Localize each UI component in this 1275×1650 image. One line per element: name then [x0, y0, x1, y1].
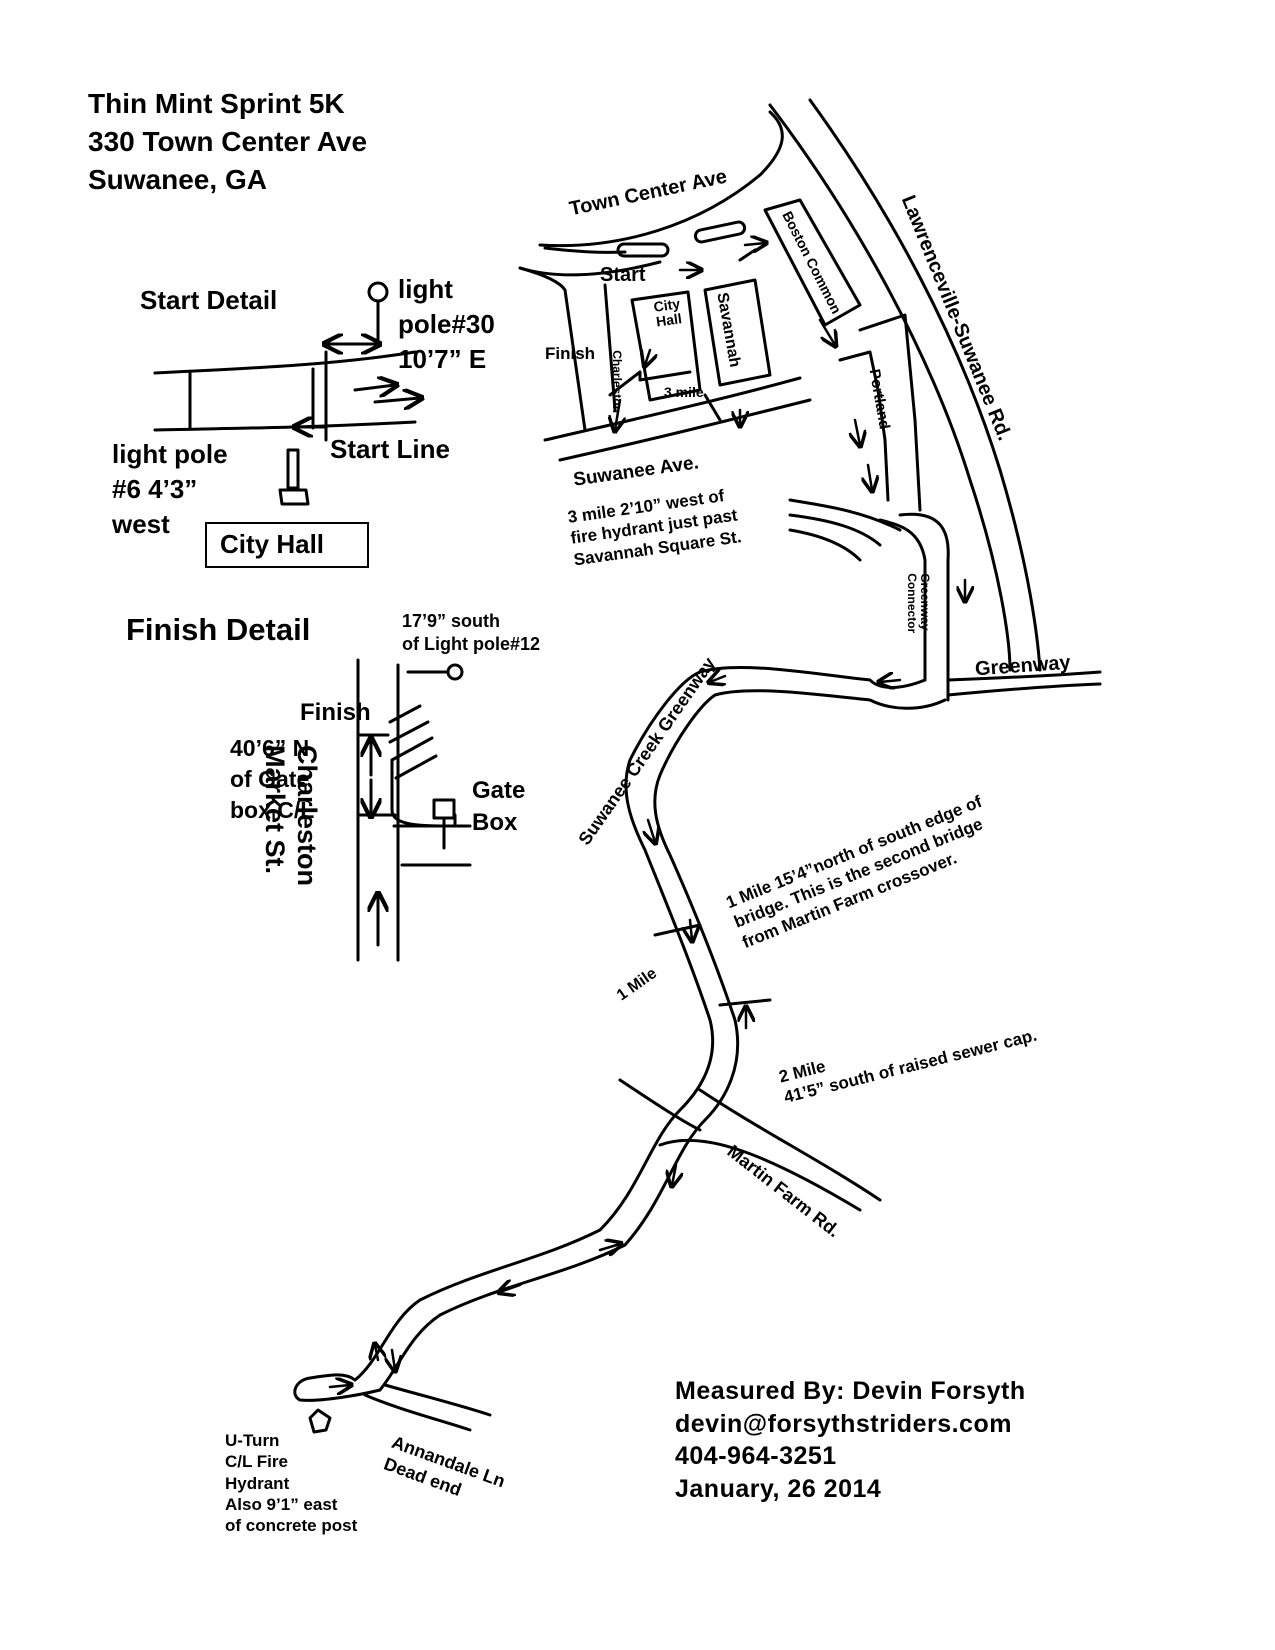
finish-label: Finish [300, 699, 371, 726]
three-mile-marker [703, 393, 722, 422]
direction-arrow-icon [392, 1348, 395, 1370]
lawrenceville-road-edge-2 [808, 98, 1042, 672]
pole6-label: light pole #6 4’3” west [112, 439, 228, 540]
finish-hatch-1 [388, 704, 422, 724]
direction-arrow-icon [500, 1285, 522, 1292]
charleston-label: Charleston [609, 350, 624, 413]
course-path-edge-2 [378, 689, 947, 1392]
greenway-connector-2 [898, 512, 950, 702]
start-direction-arrow-icon [353, 385, 395, 390]
savannah-block [703, 278, 772, 387]
direction-arrow-icon [648, 818, 655, 842]
map-header: Thin Mint Sprint 5K 330 Town Center Ave … [88, 85, 367, 198]
course-path-edge-1 [353, 665, 927, 1382]
start-detail-title: Start Detail [140, 285, 278, 315]
annandale-road-2 [383, 1383, 492, 1417]
martin-farm-road-2 [698, 1088, 882, 1202]
race-address: 330 Town Center Ave [88, 125, 368, 157]
direction-arrow-icon [598, 1244, 620, 1250]
uturn-note: U-Turn C/L Fire Hydrant Also 9’1” east o… [225, 1431, 358, 1535]
direction-arrow-icon [855, 418, 860, 445]
finish-hatch-4 [394, 754, 438, 780]
direction-arrow-icon [880, 680, 902, 682]
city-hall-label: City Hall [220, 529, 325, 559]
greenway-connector-1 [878, 518, 927, 682]
finish-hatch-3 [390, 736, 434, 762]
start-line-label: Start Line [330, 434, 450, 464]
light-pole-icon [446, 663, 464, 681]
greenway-road [946, 670, 1102, 682]
finish-gate-distance: 40’6” N of Gate box C/L [230, 735, 315, 824]
direction-arrow-icon [328, 1385, 350, 1387]
measured-date: January, 26 2014 [675, 1474, 882, 1503]
measured-by-block: Measured By: Devin Forsyth devin@forsyth… [675, 1375, 1026, 1505]
gate-box-label: Gate Box [472, 777, 526, 837]
start-direction-arrow-icon-2 [373, 398, 420, 402]
fire-hydrant-icon [308, 1408, 332, 1434]
course-direction-arrows [328, 243, 965, 1387]
boston-common-block [763, 198, 862, 327]
suwanee-ave-edge-1 [543, 376, 802, 442]
pole30-label: light pole#30 10’7” E [398, 274, 495, 375]
direction-arrow-icon [743, 243, 765, 245]
measured-by-phone: 404-964-3251 [675, 1442, 837, 1470]
start-road-top-edge [153, 350, 417, 375]
uturn-path [293, 1373, 382, 1402]
finish-detail-title: Finish Detail [126, 612, 311, 647]
map-city-hall-label: City Hall [652, 295, 683, 331]
martin-farm-road-1 [618, 1078, 702, 1132]
city-hall-box [205, 522, 369, 568]
portland-road-2 [858, 313, 922, 512]
direction-arrow-icon [375, 1345, 378, 1362]
direction-arrow-icon [868, 463, 872, 490]
town-center-ave-edge [538, 110, 784, 248]
direction-arrow-icon [710, 676, 727, 682]
light-pole-icon [367, 281, 389, 303]
pole12-label: 17’9” south of Light pole#12 [402, 611, 541, 654]
direction-arrow-icon [645, 348, 650, 365]
lawrenceville-road-edge-1 [768, 103, 1012, 672]
measured-by-name: Measured By: Devin Forsyth [675, 1377, 1026, 1405]
charleston-market-label: Charleston Market St. [259, 745, 322, 887]
three-mile-label: 3 mile [664, 384, 704, 400]
direction-arrow-icon [615, 398, 620, 430]
measured-by-email[interactable]: devin@forsythstriders.com [675, 1409, 1012, 1438]
greenway-connector-label: Greenway Connector [905, 573, 933, 634]
direction-arrow-icon [818, 318, 835, 345]
annandale-road-1 [363, 1393, 472, 1432]
suwanee-ave-edge-2 [558, 398, 812, 462]
light-pole-icon [286, 448, 300, 490]
portland-road-1 [838, 350, 890, 502]
map-finish-label: Finish [545, 344, 596, 363]
direction-arrow-icon [672, 1163, 676, 1185]
gate-box-icon [432, 798, 456, 820]
start-label: Start [600, 264, 646, 286]
race-city: Suwanee, GA [88, 163, 267, 195]
start-detail-drawing [153, 281, 420, 506]
direction-arrow-icon [690, 918, 692, 940]
race-name: Thin Mint Sprint 5K [88, 88, 345, 119]
finish-detail-drawing [356, 658, 472, 962]
main-map-roads [293, 98, 1102, 1434]
finish-hatch-2 [388, 720, 430, 744]
start-road-bottom-edge [153, 420, 417, 432]
two-mile-marker [718, 998, 772, 1007]
